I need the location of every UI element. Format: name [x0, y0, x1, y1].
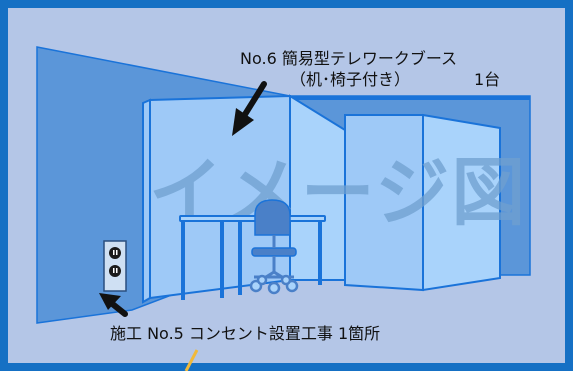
outlet-slot — [116, 268, 118, 273]
electrical-outlet-icon — [103, 240, 127, 292]
chair-backrest — [254, 199, 291, 236]
outlet-socket-bottom — [109, 265, 121, 277]
right-wall-top — [288, 96, 530, 100]
outlet-label: 施工 No.5 コンセント設置工事 1箇所 — [110, 324, 380, 343]
outlet-socket-top — [109, 247, 121, 259]
chair-seat — [251, 247, 297, 257]
booth-label-line2: （机･椅子付き） — [290, 70, 410, 89]
outlet-slot — [116, 250, 118, 255]
chair-caster — [256, 274, 268, 286]
booth-label-line1: No.6 簡易型テレワークブース — [240, 49, 457, 68]
booth-arrow-head — [232, 108, 254, 136]
outlet-arrow-head — [99, 293, 121, 310]
chair — [249, 199, 299, 295]
desk-top — [179, 215, 326, 222]
booth-side-panel — [422, 113, 501, 292]
leader-line — [184, 349, 199, 371]
outlet-slot — [113, 268, 115, 273]
booth-arrow-shaft — [241, 81, 267, 119]
booth-label-quantity: 1台 — [474, 70, 500, 89]
arrow-up-left-icon — [99, 293, 128, 317]
watermark-text: イメージ図 — [149, 150, 528, 236]
outlet-slot — [113, 250, 115, 255]
arrow-down-left-icon — [232, 81, 267, 136]
chair-caster — [267, 281, 281, 295]
chair-caster — [280, 274, 292, 286]
